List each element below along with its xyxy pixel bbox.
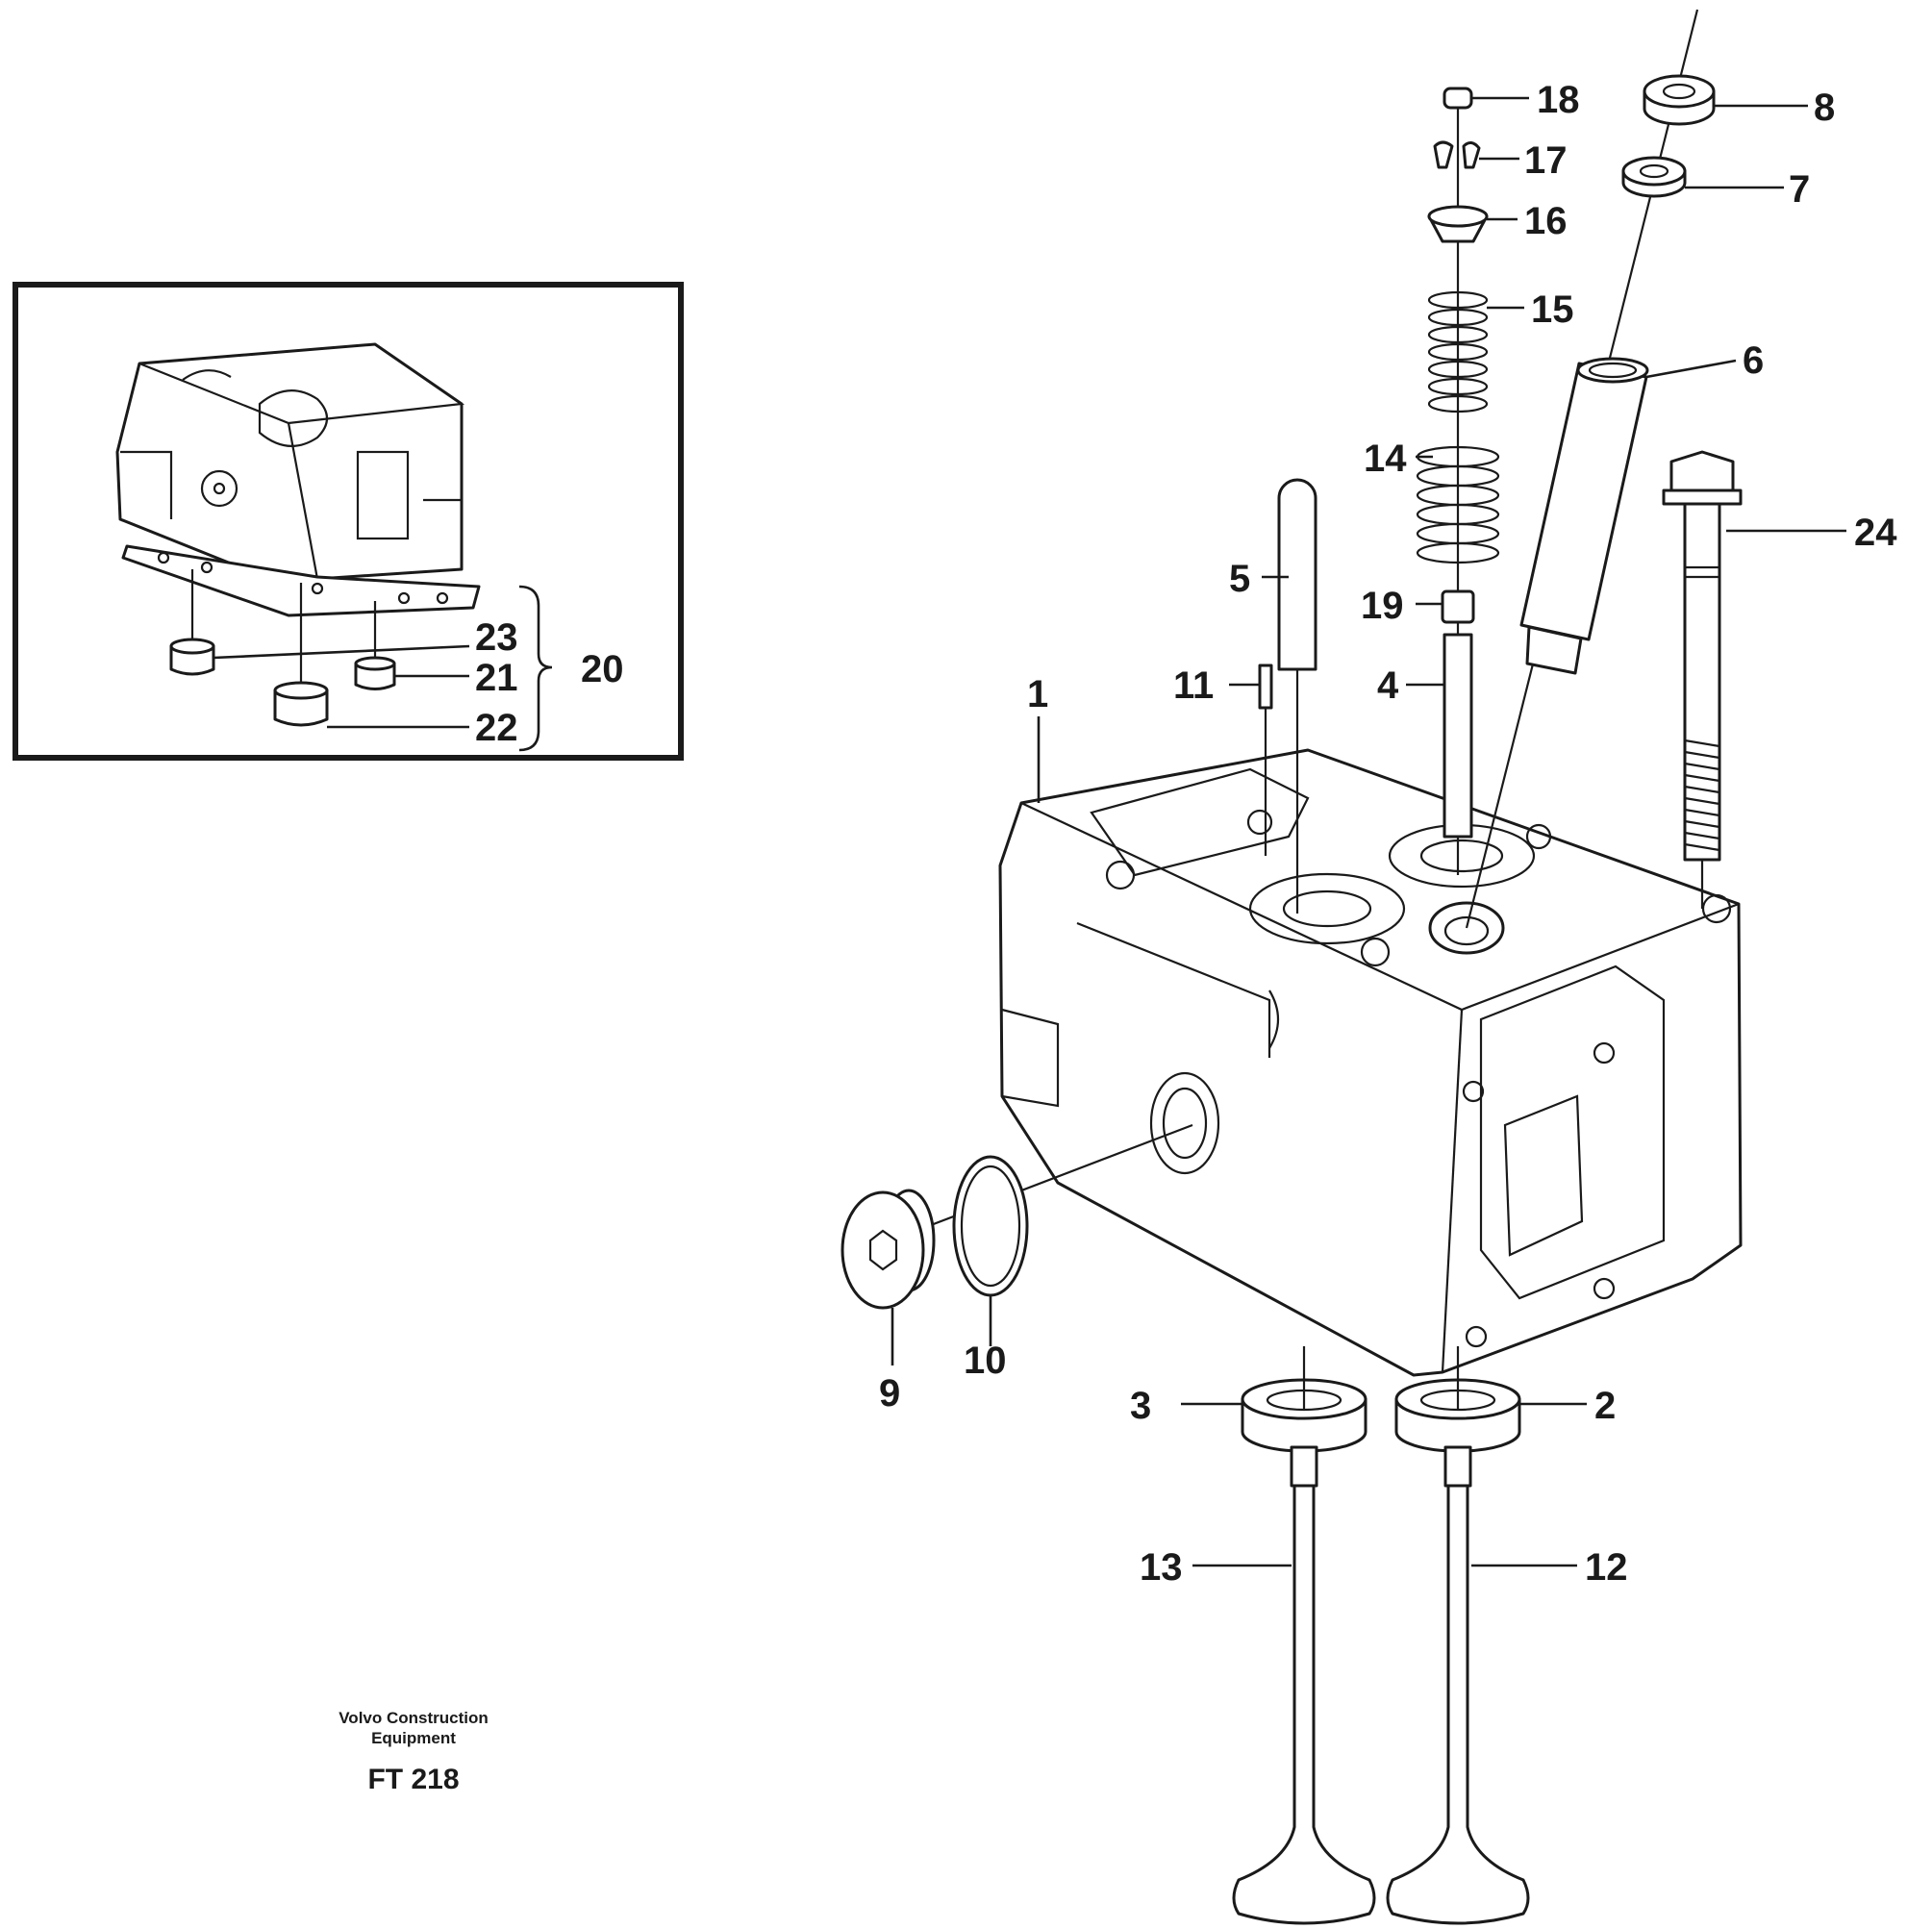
figure-code: FT 218 — [367, 1764, 459, 1795]
callout-14: 14 — [1364, 438, 1407, 480]
plug-9 — [841, 1189, 936, 1310]
inset-cylinder-head — [115, 342, 465, 589]
callout-15: 15 — [1531, 288, 1574, 331]
valve-guide-5 — [1277, 478, 1317, 914]
spring-14 — [1416, 445, 1500, 564]
callout-18: 18 — [1537, 79, 1580, 121]
inset-panel — [13, 282, 684, 761]
callout-13: 13 — [1140, 1546, 1183, 1589]
callout-22: 22 — [475, 707, 518, 749]
spring-retainer-16 — [1427, 205, 1489, 243]
washer-8 — [1643, 74, 1716, 126]
cap-18 — [1443, 87, 1473, 110]
washer-7 — [1621, 156, 1687, 198]
callout-9: 9 — [879, 1372, 900, 1415]
cylinder-head — [998, 748, 1743, 1377]
inset-nut-21 — [354, 656, 396, 690]
valve-13 — [1232, 1445, 1376, 1925]
brand-line-2: Equipment — [371, 1729, 456, 1747]
callout-4: 4 — [1377, 664, 1399, 707]
inset-gasket — [121, 544, 481, 617]
valve-12 — [1386, 1445, 1530, 1925]
callout-23: 23 — [475, 616, 518, 659]
callout-1: 1 — [1027, 673, 1048, 715]
callout-6: 6 — [1743, 339, 1764, 382]
callout-11: 11 — [1173, 664, 1214, 707]
callout-16: 16 — [1524, 200, 1568, 242]
callout-3: 3 — [1130, 1385, 1151, 1427]
brand-line-1: Volvo Construction — [339, 1709, 489, 1727]
inset-nut-23 — [169, 638, 215, 676]
leader-lines — [891, 96, 1846, 1567]
callout-5: 5 — [1229, 558, 1250, 600]
callout-2: 2 — [1594, 1385, 1616, 1427]
bolt-24 — [1662, 450, 1743, 909]
sleeve-6 — [1519, 357, 1649, 675]
callout-12: 12 — [1585, 1546, 1628, 1589]
callout-19: 19 — [1361, 585, 1404, 627]
callout-17: 17 — [1524, 139, 1568, 182]
o-ring-10 — [952, 1155, 1029, 1297]
callout-7: 7 — [1789, 168, 1810, 211]
callout-10: 10 — [964, 1340, 1007, 1382]
valve-collets-17 — [1433, 140, 1481, 169]
callout-20: 20 — [581, 648, 624, 690]
callout-24: 24 — [1854, 512, 1897, 554]
pin-11 — [1258, 664, 1273, 856]
inset-nut-22 — [273, 681, 329, 727]
spring-15 — [1427, 290, 1489, 413]
callout-8: 8 — [1814, 87, 1835, 129]
callout-21: 21 — [475, 657, 518, 699]
seal-19 — [1441, 589, 1475, 624]
